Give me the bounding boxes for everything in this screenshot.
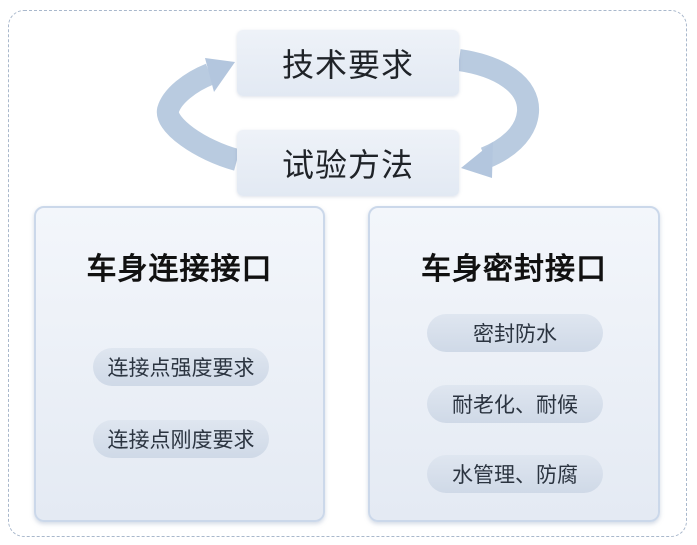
list-item: 水管理、防腐 [427, 455, 603, 493]
test-methods-box: 试验方法 [237, 130, 459, 196]
list-item: 耐老化、耐候 [427, 385, 603, 423]
technical-requirements-box: 技术要求 [237, 30, 459, 96]
body-sealing-interface-panel: 车身密封接口 密封防水 耐老化、耐候 水管理、防腐 [368, 206, 660, 522]
test-methods-label: 试验方法 [281, 146, 414, 184]
panel-title: 车身连接接口 [86, 252, 273, 287]
left-arrowhead [205, 58, 235, 92]
list-item: 连接点强度要求 [93, 348, 269, 386]
right-cycle-arrow [457, 49, 539, 169]
list-item: 连接点刚度要求 [93, 420, 269, 458]
left-cycle-arrow [157, 63, 241, 171]
technical-requirements-label: 技术要求 [281, 46, 414, 84]
right-arrowhead [461, 142, 493, 178]
list-item: 密封防水 [427, 314, 603, 352]
panel-title: 车身密封接口 [421, 252, 607, 287]
body-connection-interface-panel: 车身连接接口 连接点强度要求 连接点刚度要求 [34, 206, 325, 522]
